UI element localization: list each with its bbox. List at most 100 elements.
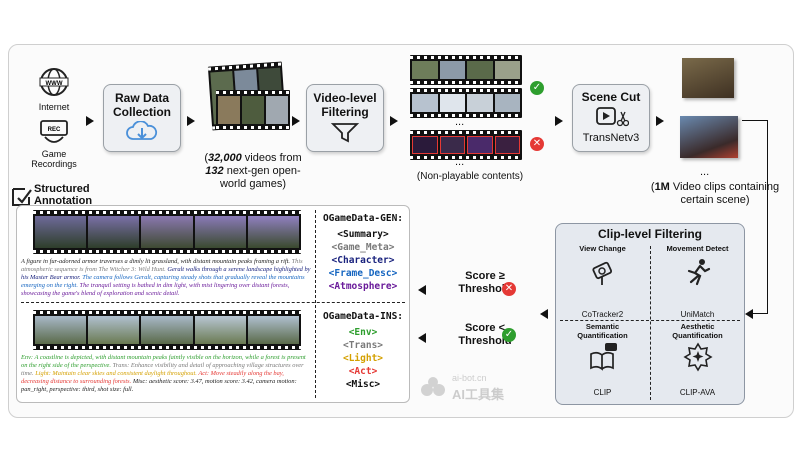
ellipsis-clips: ... — [700, 166, 710, 178]
ins-caption-light: Light: Maintain clear skies and consiste… — [33, 370, 197, 377]
arrow-filter-to-clips — [390, 116, 398, 126]
gen-caption-meta: This atmospheric sequence is from The Wi… — [21, 258, 303, 273]
gen-tag: <Atmosphere> — [328, 281, 398, 292]
cross-icon-score: ✕ — [502, 282, 516, 296]
clip-cell-title: Aesthetic Quantification — [672, 322, 723, 340]
gen-tag: <Summary> — [337, 229, 389, 240]
globe-icon: WWW — [39, 68, 69, 96]
camera-icon — [591, 261, 612, 285]
gen-title: OGameData-GEN: — [322, 213, 404, 224]
raw-data-label: Raw Data Collection — [112, 91, 171, 119]
clip-filtering-title: Clip-level Filtering — [597, 227, 702, 241]
clip-cell-title: Movement Detect — [666, 244, 729, 253]
game-count: 132 — [205, 165, 224, 177]
gen-caption-summary: A figure in fur-adorned armor traverses … — [21, 258, 290, 265]
watermark-name: AI工具集 — [452, 387, 505, 402]
arrow-panel-to-scores — [540, 309, 548, 319]
clip-cell-movement-detect: Movement Detect UniMatch — [651, 244, 744, 322]
video-stats-text-b: next-gen open- world games) — [219, 165, 301, 190]
cloud-download-icon — [126, 120, 158, 140]
rejected-film — [410, 130, 522, 160]
running-person-icon — [687, 259, 710, 286]
gen-tag-list: <Summary> <Game_Meta> <Character> <Frame… — [319, 228, 407, 293]
gen-tag: <Character> — [331, 255, 395, 266]
watermark: ai-bot.cn AI工具集 — [420, 372, 560, 402]
non-playable-label: (Non-playable contents) — [416, 171, 524, 182]
ins-caption: Env: A coastline is depicted, with dista… — [21, 354, 311, 394]
structured-annotation-label: Structured Annotation — [34, 183, 93, 207]
scene-cut-label: Scene Cut — [581, 90, 641, 104]
kept-film-2 — [410, 88, 522, 118]
arrow-scene-to-output — [656, 116, 664, 126]
clip-cell-model: UniMatch — [680, 310, 715, 319]
svg-text:WWW: WWW — [46, 81, 63, 87]
check-icon: ✓ — [530, 81, 544, 95]
annotation-panel: A figure in fur-adorned armor traverses … — [16, 205, 410, 403]
ellipsis-rejected: ... — [455, 156, 465, 168]
arrow-score-high — [418, 285, 426, 295]
sparkle-badge-icon — [682, 342, 713, 372]
score-low-label: Score < Threshold — [458, 322, 512, 347]
video-count: 32,000 — [208, 152, 242, 164]
gen-film — [33, 210, 301, 254]
clip-cell-view-change: View Change CoTracker2 — [556, 244, 649, 322]
ins-tag: <Light> — [342, 353, 384, 364]
game-recordings-label: Game Recordings — [31, 149, 77, 169]
svg-text:REC: REC — [48, 127, 61, 133]
ins-tag: <Act> — [348, 366, 378, 377]
clip-stats: (1M Video clips containing certain scene… — [650, 181, 780, 206]
watermark-url: ai-bot.cn — [452, 373, 487, 383]
clip-count: 1M — [654, 181, 670, 193]
ins-caption-act: Act: Move steadily along the bay, decrea… — [21, 370, 284, 385]
raw-data-collection-box: Raw Data Collection — [103, 84, 181, 152]
clip-cell-title: View Change — [579, 244, 626, 253]
scene-cut-model: TransNetv3 — [582, 132, 640, 144]
video-stats-text-a: videos from — [241, 152, 302, 164]
connector-bottom — [752, 313, 768, 314]
clip-cell-title: Semantic Quantification — [577, 322, 628, 340]
ins-tag: <Misc> — [345, 379, 381, 390]
connector-top — [742, 120, 768, 121]
clip-cell-model: CoTracker2 — [581, 310, 624, 319]
gen-tag: <Game_Meta> — [331, 242, 395, 253]
video-filtering-label: Video-level Filtering — [313, 91, 377, 119]
video-level-filtering-box: Video-level Filtering — [306, 84, 384, 152]
arrow-sources-to-raw — [86, 116, 94, 126]
gen-caption-atmosphere: The tranquil setting is bathed in dim li… — [21, 282, 290, 297]
clip-image-1 — [682, 58, 734, 98]
video-stack-front — [216, 90, 290, 130]
score-high-label: Score ≥ Threshold — [458, 270, 512, 295]
clip-cell-aesthetic: Aesthetic Quantification CLIP-AVA — [651, 322, 744, 400]
arrow-raw-to-videos — [187, 116, 195, 126]
ins-caption-env: Env: A coastline is depicted, with dista… — [21, 354, 306, 369]
clip-cell-semantic: Semantic Quantification CLIP — [556, 322, 649, 400]
gamepad-rec-icon: REC — [40, 120, 68, 143]
arrow-clips-to-scene — [555, 116, 563, 126]
play-scissors-icon — [596, 107, 630, 127]
arrow-score-low — [418, 333, 426, 343]
clip-stats-text: Video clips containing certain scene) — [672, 181, 780, 206]
annotation-divider-h — [21, 302, 405, 303]
cross-icon: ✕ — [530, 137, 544, 151]
clip-cell-model: CLIP — [593, 388, 612, 397]
clip-level-filtering-panel: Clip-level Filtering View Change CoTrack… — [555, 223, 745, 405]
funnel-icon — [330, 123, 360, 143]
clip-cell-model: CLIP-AVA — [679, 388, 716, 397]
check-icon-score: ✓ — [502, 328, 516, 342]
ins-tag: <Env> — [348, 327, 378, 338]
gen-tag: <Frame_Desc> — [328, 268, 398, 279]
clip-divider-v — [650, 246, 651, 400]
annotation-divider-v — [315, 210, 316, 398]
internet-label: Internet — [38, 102, 70, 112]
scene-cut-box: Scene Cut TransNetv3 — [572, 84, 650, 152]
ins-caption-misc: Misc: aesthetic score: 3.47, motion scor… — [21, 378, 297, 393]
ellipsis-kept: ... — [455, 116, 465, 128]
kept-film-1 — [410, 55, 522, 85]
ins-caption-trans: Trans: Enhance visibility and detail of … — [21, 362, 304, 377]
clip-image-2 — [680, 116, 738, 158]
ins-title: OGameData-INS: — [322, 311, 404, 322]
gen-caption: A figure in fur-adorned armor traverses … — [21, 258, 311, 298]
ins-tag: <Trans> — [342, 340, 384, 351]
arrow-videos-to-filter — [292, 116, 300, 126]
